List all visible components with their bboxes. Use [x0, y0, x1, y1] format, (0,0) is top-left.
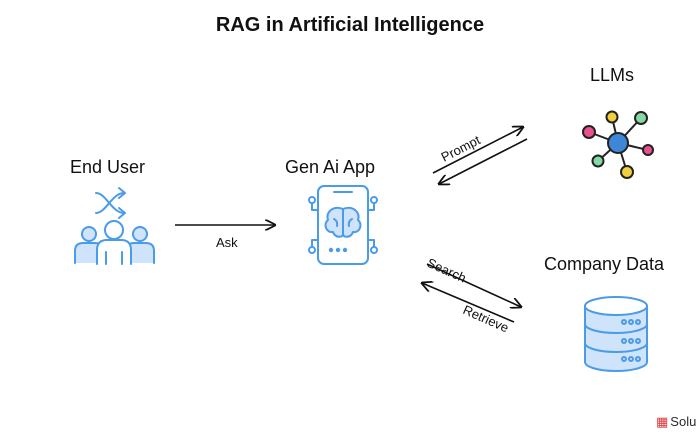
search-label: Search: [425, 255, 469, 285]
company-data-label: Company Data: [544, 254, 665, 274]
brand-text: Solu: [670, 414, 697, 429]
retrieve-arrow: [422, 283, 515, 323]
search-arrow: [426, 263, 521, 307]
brand-mark-icon: ▦: [656, 414, 669, 429]
circuit-lines-icon: [308, 196, 378, 254]
network-hub-icon: [582, 110, 654, 179]
brand-logo: ▦Solu: [656, 414, 700, 430]
prompt-arrow: [432, 127, 523, 174]
diagram-title: RAG in Artificial Intelligence: [215, 14, 485, 36]
retrieve-label: Retrieve: [461, 302, 511, 335]
prompt-label: Prompt: [439, 132, 483, 165]
gen-ai-app-label: Gen Ai App: [285, 157, 376, 177]
users-shuffle-icon: [74, 187, 155, 265]
person-group-icon: [74, 220, 155, 265]
database-icon: [584, 296, 648, 372]
response-arrow: [439, 138, 528, 184]
phone-brain-icon: [308, 185, 378, 265]
end-user-label: End User: [70, 157, 146, 177]
ask-label: Ask: [216, 235, 238, 250]
shuffle-arrows-icon: [95, 187, 126, 219]
llms-label: LLMs: [590, 65, 635, 85]
brain-icon: [324, 206, 362, 238]
